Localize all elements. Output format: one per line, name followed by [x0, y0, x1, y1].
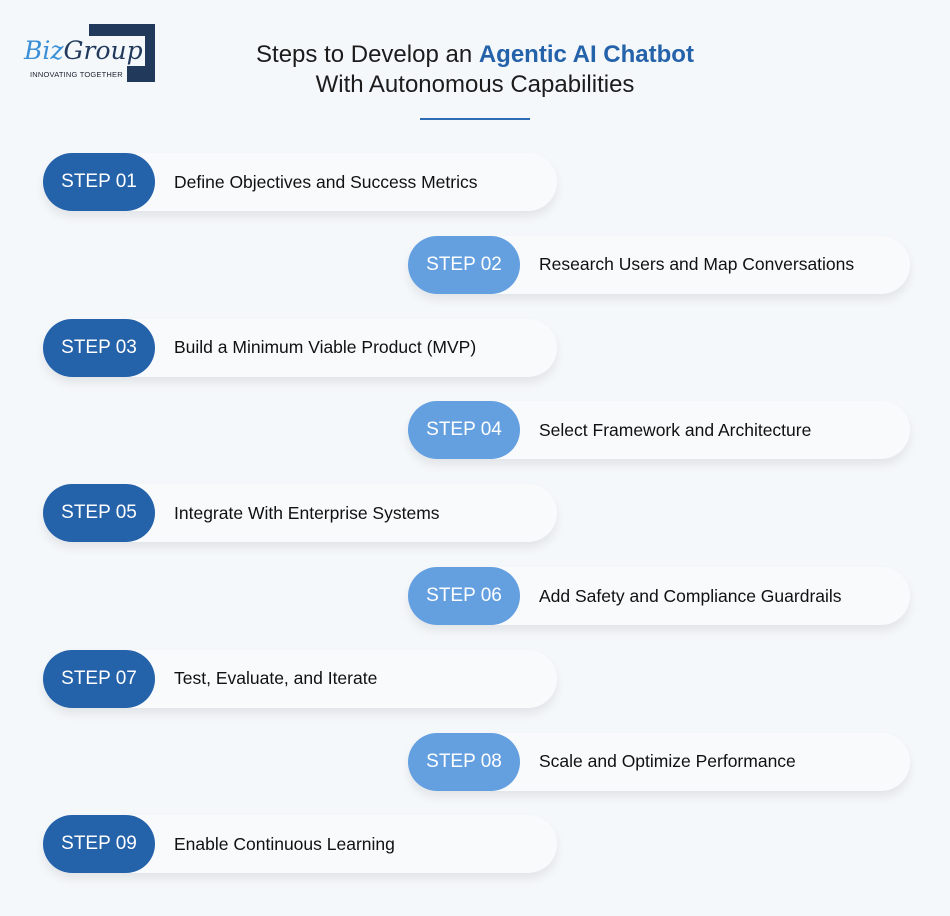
step-item: STEP 02 Research Users and Map Conversati…: [408, 235, 910, 294]
step-item: STEP 08 Scale and Optimize Performance: [408, 732, 910, 791]
bizgroup-logo: BizGroup INNOVATING TOGETHER: [22, 24, 157, 84]
step-item: STEP 03 Build a Minimum Viable Product (M…: [43, 318, 557, 377]
step-badge: STEP 06: [408, 567, 520, 625]
step-text: Enable Continuous Learning: [174, 833, 395, 854]
logo-word-group: Group: [63, 36, 143, 65]
title-line2: With Autonomous Capabilities: [315, 71, 635, 98]
step-text: Scale and Optimize Performance: [539, 751, 796, 772]
step-item: STEP 05 Integrate With Enterprise Systems: [43, 484, 557, 543]
step-text: Test, Evaluate, and Iterate: [174, 668, 378, 689]
step-text: Build a Minimum Viable Product (MVP): [174, 337, 477, 358]
step-item: STEP 04 Select Framework and Architecture: [408, 401, 910, 460]
step-badge: STEP 03: [43, 318, 155, 377]
step-badge: STEP 02: [408, 235, 520, 294]
step-text: Add Safety and Compliance Guardrails: [539, 585, 842, 606]
logo-tagline: INNOVATING TOGETHER: [30, 70, 126, 79]
page-title: Steps to Develop an Agentic AI Chatbot W…: [0, 40, 950, 100]
step-badge: STEP 08: [408, 732, 520, 791]
step-text: Integrate With Enterprise Systems: [174, 502, 440, 523]
step-badge: STEP 01: [43, 153, 155, 211]
title-highlight: Agentic AI Chatbot: [478, 41, 694, 68]
step-badge: STEP 09: [43, 815, 155, 874]
step-item: STEP 06 Add Safety and Compliance Guardra…: [408, 567, 910, 625]
step-text: Select Framework and Architecture: [539, 419, 812, 440]
step-badge: STEP 04: [408, 401, 520, 460]
step-text: Define Objectives and Success Metrics: [174, 171, 478, 192]
step-badge: STEP 07: [43, 649, 155, 708]
step-item: STEP 09 Enable Continuous Learning: [43, 815, 557, 874]
title-underline: [420, 118, 530, 120]
step-badge: STEP 05: [43, 484, 155, 543]
step-text: Research Users and Map Conversations: [539, 254, 855, 275]
title-prefix: Steps to Develop an: [256, 41, 479, 68]
logo-word-biz: Biz: [24, 36, 64, 65]
step-item: STEP 01 Define Objectives and Success Met…: [43, 153, 557, 211]
logo-wordmark: BizGroup: [24, 36, 145, 66]
step-item: STEP 07 Test, Evaluate, and Iterate: [43, 649, 557, 708]
